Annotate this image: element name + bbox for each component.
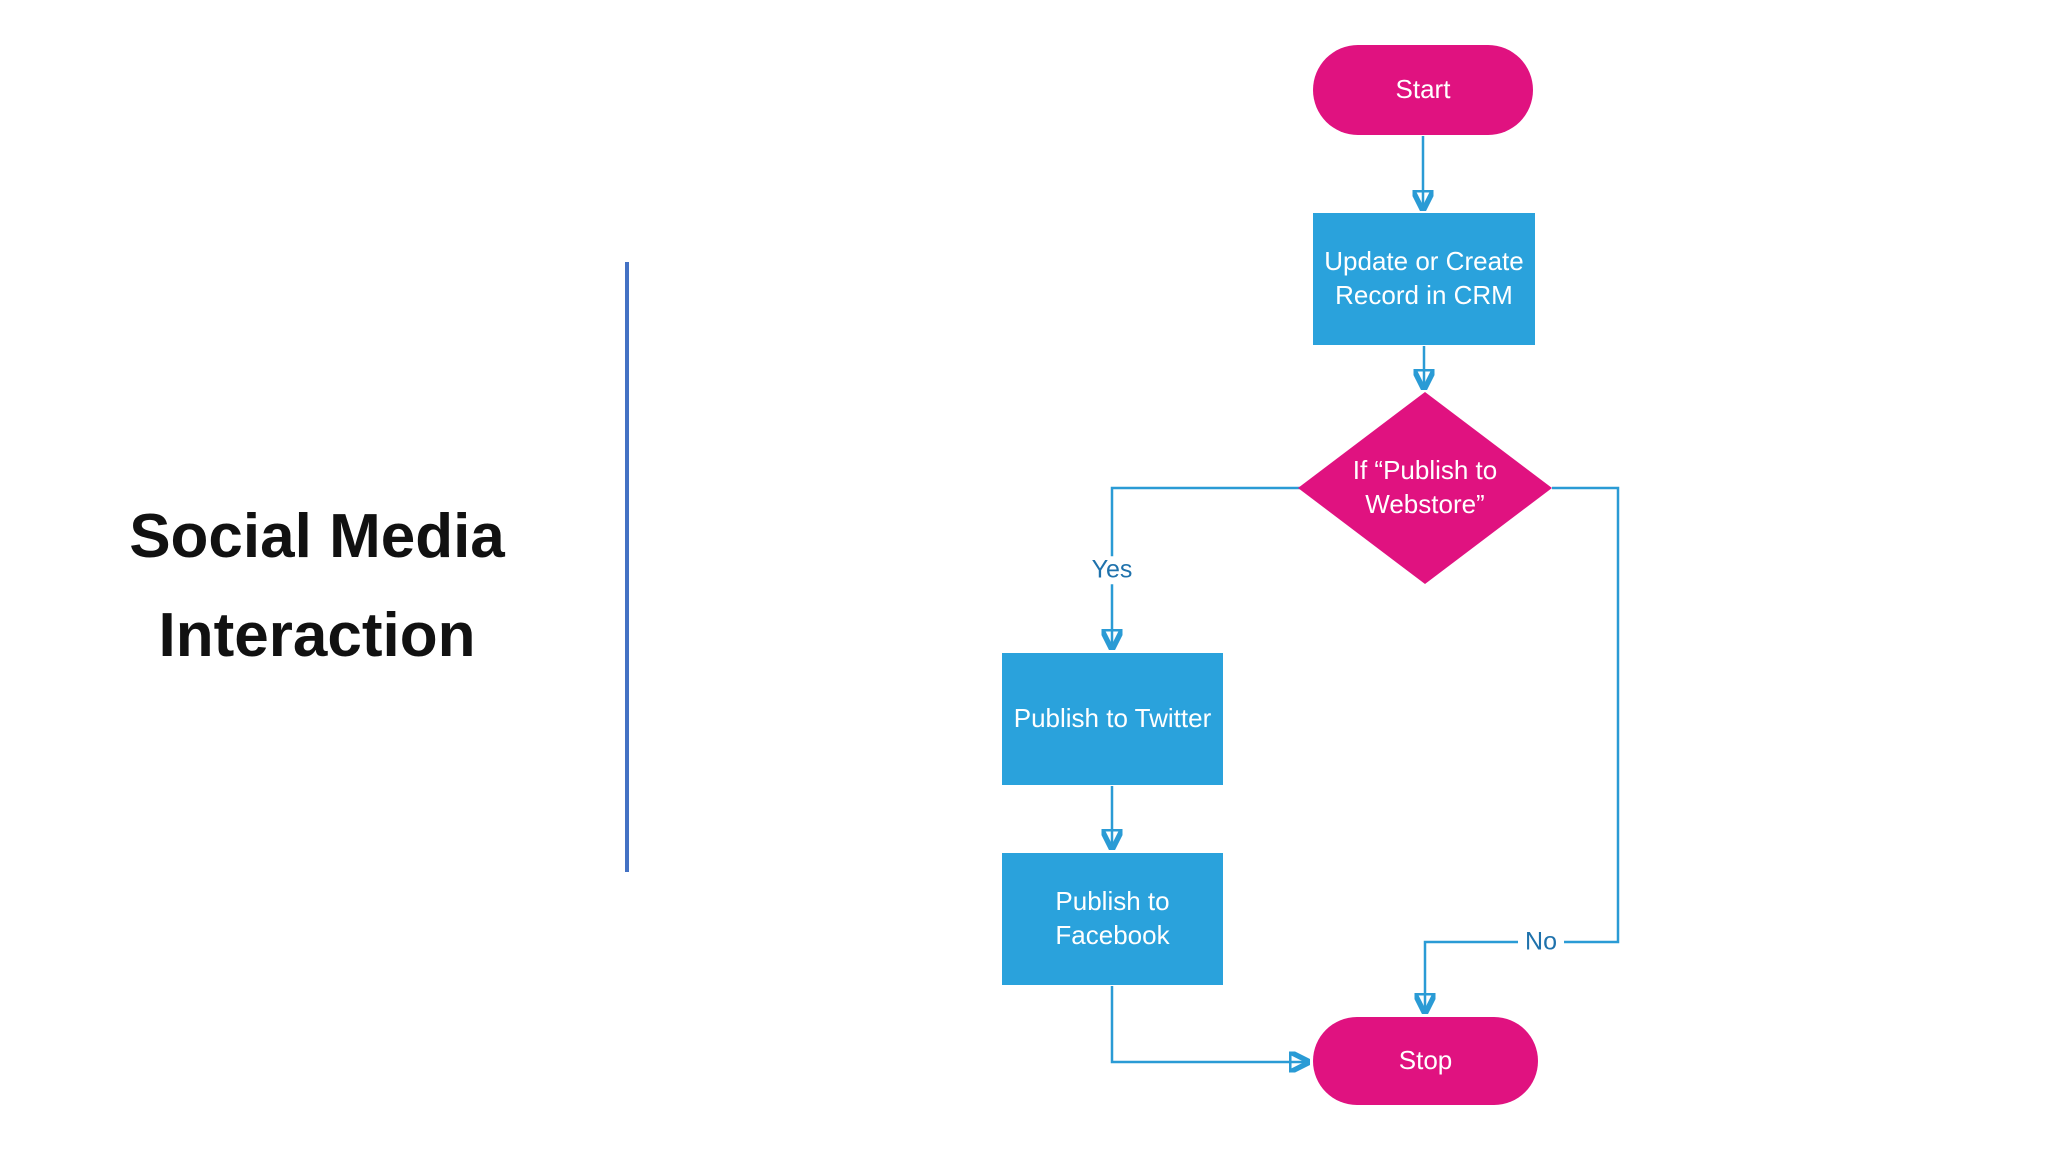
edge-label-no: No [1518, 928, 1564, 956]
node-label: Stop [1398, 1045, 1453, 1076]
node-label: Start [1395, 74, 1451, 105]
title-divider-line [625, 262, 629, 872]
slide-title: Social Media Interaction [129, 502, 505, 671]
flow-node-start: Start [1313, 45, 1533, 135]
node-label: Publish to Twitter [1013, 703, 1212, 734]
edge-label-yes: Yes [1084, 556, 1140, 584]
flow-node-update-or-create-record-in-crm: Update or Create Record in CRM [1313, 213, 1535, 345]
node-label: Update or Create Record in CRM [1324, 246, 1524, 310]
flow-node-publish-to-twitter: Publish to Twitter [1002, 653, 1223, 785]
flow-node-publish-to-facebook: Publish to Facebook [1002, 853, 1223, 985]
flow-node-if-publish-to-webstore: If “Publish to Webstore” [1298, 392, 1552, 584]
node-label: If “Publish to Webstore” [1352, 455, 1498, 519]
flow-node-stop: Stop [1313, 1017, 1538, 1105]
node-label: Publish to Facebook [1055, 886, 1170, 950]
connector-facebook-to-stop [1110, 986, 1308, 1062]
connector-decision-yes-to-twitter [1112, 486, 1300, 648]
